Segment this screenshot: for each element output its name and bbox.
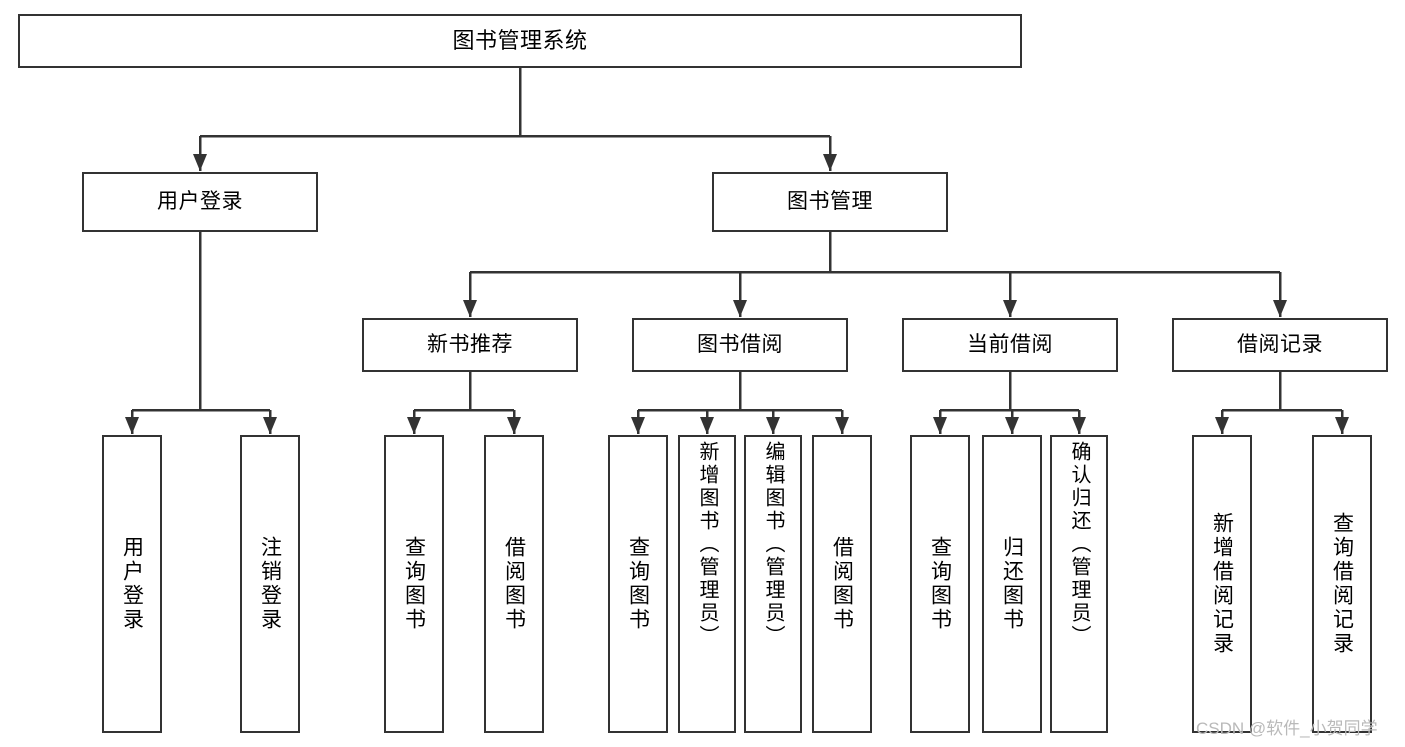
node-book-manage[interactable]: 图书管理 (712, 172, 948, 232)
csdn-watermark: CSDN @软件_小贺同学 (1196, 719, 1378, 738)
node-leaf-logout-label: 注销登录 (258, 536, 282, 632)
node-leaf-query-record[interactable]: 查询借阅记录 (1312, 435, 1372, 733)
node-leaf-return-book-label: 归还图书 (1000, 536, 1024, 632)
node-user-login[interactable]: 用户登录 (82, 172, 318, 232)
node-leaf-borrow-book-1-label: 借阅图书 (502, 536, 526, 632)
node-book-manage-label: 图书管理 (787, 189, 873, 213)
node-leaf-user-login-label: 用户登录 (120, 536, 144, 632)
node-book-borrow[interactable]: 图书借阅 (632, 318, 848, 372)
node-leaf-borrow-book-2[interactable]: 借阅图书 (812, 435, 872, 733)
node-leaf-query-book-1-label: 查询图书 (402, 536, 426, 632)
node-book-borrow-label: 图书借阅 (697, 332, 783, 356)
node-leaf-add-book[interactable]: 新增图书（管理员） (678, 435, 736, 733)
node-current-borrow-label: 当前借阅 (967, 332, 1053, 356)
node-leaf-user-login[interactable]: 用户登录 (102, 435, 162, 733)
node-leaf-confirm-return-label: 确认归还（管理员） (1068, 441, 1090, 648)
node-root-label: 图书管理系统 (452, 28, 588, 54)
node-current-borrow[interactable]: 当前借阅 (902, 318, 1118, 372)
node-leaf-confirm-return[interactable]: 确认归还（管理员） (1050, 435, 1108, 733)
node-leaf-query-book-1[interactable]: 查询图书 (384, 435, 444, 733)
node-leaf-query-book-2[interactable]: 查询图书 (608, 435, 668, 733)
node-new-book-recommend[interactable]: 新书推荐 (362, 318, 578, 372)
node-leaf-logout[interactable]: 注销登录 (240, 435, 300, 733)
node-leaf-borrow-book-2-label: 借阅图书 (830, 536, 854, 632)
node-leaf-borrow-book-1[interactable]: 借阅图书 (484, 435, 544, 733)
node-leaf-add-record[interactable]: 新增借阅记录 (1192, 435, 1252, 733)
node-leaf-return-book[interactable]: 归还图书 (982, 435, 1042, 733)
node-leaf-query-book-2-label: 查询图书 (626, 536, 650, 632)
node-leaf-add-record-label: 新增借阅记录 (1210, 512, 1234, 656)
node-leaf-query-record-label: 查询借阅记录 (1330, 512, 1354, 656)
node-leaf-query-book-3-label: 查询图书 (928, 536, 952, 632)
node-leaf-add-book-label: 新增图书（管理员） (696, 441, 718, 648)
node-borrow-record-label: 借阅记录 (1237, 332, 1323, 356)
node-new-book-recommend-label: 新书推荐 (427, 332, 513, 356)
node-leaf-edit-book[interactable]: 编辑图书（管理员） (744, 435, 802, 733)
node-user-login-label: 用户登录 (157, 189, 243, 213)
node-leaf-edit-book-label: 编辑图书（管理员） (762, 441, 784, 648)
node-borrow-record[interactable]: 借阅记录 (1172, 318, 1388, 372)
node-leaf-query-book-3[interactable]: 查询图书 (910, 435, 970, 733)
node-root[interactable]: 图书管理系统 (18, 14, 1022, 68)
